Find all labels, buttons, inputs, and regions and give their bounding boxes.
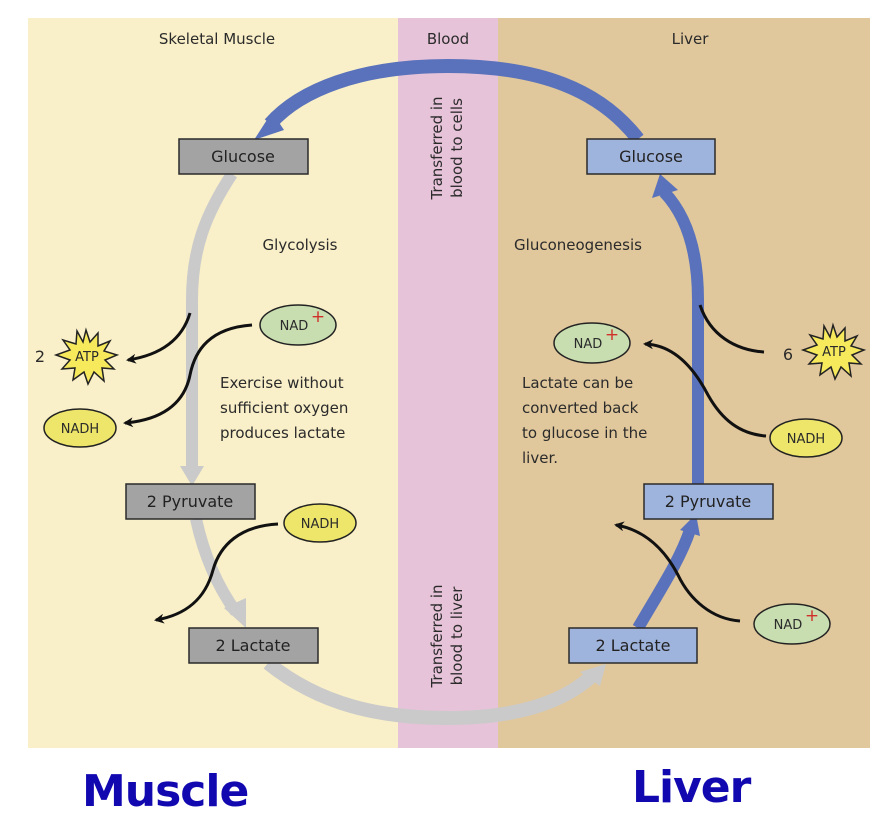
muscle-atp-label: ATP bbox=[75, 350, 99, 365]
liver-note-line4: liver. bbox=[522, 449, 558, 467]
nadh-to-lactate-arrow bbox=[154, 522, 279, 624]
muscle-zone-title: Skeletal Muscle bbox=[159, 30, 275, 48]
atp-out-arrow bbox=[126, 312, 192, 364]
gluconeogenesis-label: Gluconeogenesis bbox=[514, 236, 642, 254]
lactate-to-liver-arrow bbox=[263, 657, 597, 726]
liver-pyruvate-label: 2 Pyruvate bbox=[665, 492, 752, 511]
muscle-atp-count: 2 bbox=[35, 347, 45, 366]
liver-atp-label: ATP bbox=[822, 345, 846, 360]
blood-label-to-liver-line2: blood to liver bbox=[448, 586, 466, 686]
blood-label-to-liver-line1: Transferred in bbox=[428, 584, 446, 688]
liver-zone-title: Liver bbox=[672, 30, 710, 48]
lactate-to-pyruvate-liver-arrow bbox=[632, 528, 696, 632]
muscle-glucose-label: Glucose bbox=[211, 147, 275, 166]
gluconeogenesis-arrow bbox=[659, 187, 704, 484]
liver-nadh-ellipse: NADH bbox=[769, 418, 843, 458]
muscle-nadh-top-label: NADH bbox=[61, 422, 99, 437]
liver-to-muscle-glucose-arrowhead bbox=[254, 112, 284, 140]
liver-nad-ellipse-top: NAD + bbox=[553, 322, 631, 364]
muscle-pyruvate-box: 2 Pyruvate bbox=[125, 483, 256, 520]
liver-atp-burst: 6 ATP bbox=[783, 322, 867, 381]
muscle-lactate-label: 2 Lactate bbox=[216, 636, 291, 655]
blood-zone bbox=[398, 18, 498, 748]
liver-note-line1: Lactate can be bbox=[522, 374, 633, 392]
muscle-note-line3: produces lactate bbox=[220, 424, 345, 442]
liver-nad-top-label: NAD bbox=[574, 337, 603, 352]
liver-nadh-label: NADH bbox=[787, 432, 825, 447]
gluconeogenesis-arrowhead bbox=[652, 174, 678, 198]
liver-glucose-label: Glucose bbox=[619, 147, 683, 166]
liver-to-muscle-glucose-arrow bbox=[264, 58, 644, 144]
blood-label-to-cells: Transferred in blood to cells bbox=[428, 96, 466, 200]
blood-label-to-liver: Transferred in blood to liver bbox=[428, 584, 466, 688]
muscle-nadh-ellipse-bottom: NADH bbox=[283, 503, 357, 543]
muscle-note-line1: Exercise without bbox=[220, 374, 344, 392]
muscle-nad-label: NAD bbox=[280, 319, 309, 334]
liver-pyruvate-box: 2 Pyruvate bbox=[643, 483, 774, 520]
liver-nad-bottom-label: NAD bbox=[774, 618, 803, 633]
liver-atp-count: 6 bbox=[783, 345, 793, 364]
muscle-nadh-bottom-label: NADH bbox=[301, 517, 339, 532]
starburst-icon bbox=[800, 322, 867, 381]
liver-lactate-box: 2 Lactate bbox=[568, 627, 698, 664]
muscle-nadh-ellipse-top: NADH bbox=[43, 408, 117, 448]
nad-to-lactate-liver-arrow bbox=[614, 521, 741, 623]
blood-label-to-cells-line2: blood to cells bbox=[448, 98, 466, 198]
liver-nad-bottom-plus: + bbox=[805, 606, 819, 626]
liver-lactate-label: 2 Lactate bbox=[596, 636, 671, 655]
pyruvate-to-lactate-arrowhead bbox=[224, 598, 246, 628]
liver-note: Lactate can be converted back to glucose… bbox=[522, 374, 647, 467]
muscle-nad-plus: + bbox=[311, 307, 325, 327]
blood-zone-title: Blood bbox=[427, 30, 469, 48]
glycolysis-arrowhead bbox=[180, 466, 204, 486]
liver-note-line3: to glucose in the bbox=[522, 424, 647, 442]
cori-cycle-diagram: Skeletal Muscle Blood Liver Transferred … bbox=[28, 18, 870, 748]
liver-nad-top-plus: + bbox=[605, 325, 619, 345]
nad-to-nadh-arrow bbox=[123, 323, 253, 428]
blood-label-to-cells-line1: Transferred in bbox=[428, 96, 446, 200]
muscle-pyruvate-label: 2 Pyruvate bbox=[147, 492, 234, 511]
liver-glucose-box: Glucose bbox=[586, 138, 716, 175]
muscle-glucose-box: Glucose bbox=[178, 138, 309, 175]
lactate-to-liver-arrowhead bbox=[580, 664, 606, 686]
muscle-note-line2: sufficient oxygen bbox=[220, 399, 348, 417]
muscle-lactate-box: 2 Lactate bbox=[188, 627, 319, 664]
atp-in-arrow bbox=[698, 304, 765, 354]
liver-caption: Liver bbox=[632, 762, 751, 813]
nadh-to-nad-arrow bbox=[643, 339, 767, 438]
muscle-caption: Muscle bbox=[82, 766, 249, 817]
glycolysis-label: Glycolysis bbox=[263, 236, 338, 254]
muscle-atp-burst: 2 ATP bbox=[35, 327, 120, 386]
glycolysis-arrow bbox=[186, 170, 238, 470]
starburst-icon bbox=[53, 327, 120, 386]
liver-note-line2: converted back bbox=[522, 399, 639, 417]
liver-nad-ellipse-bottom: NAD + bbox=[753, 603, 831, 645]
muscle-note: Exercise without sufficient oxygen produ… bbox=[220, 374, 348, 442]
muscle-nad-ellipse: NAD + bbox=[259, 304, 337, 346]
